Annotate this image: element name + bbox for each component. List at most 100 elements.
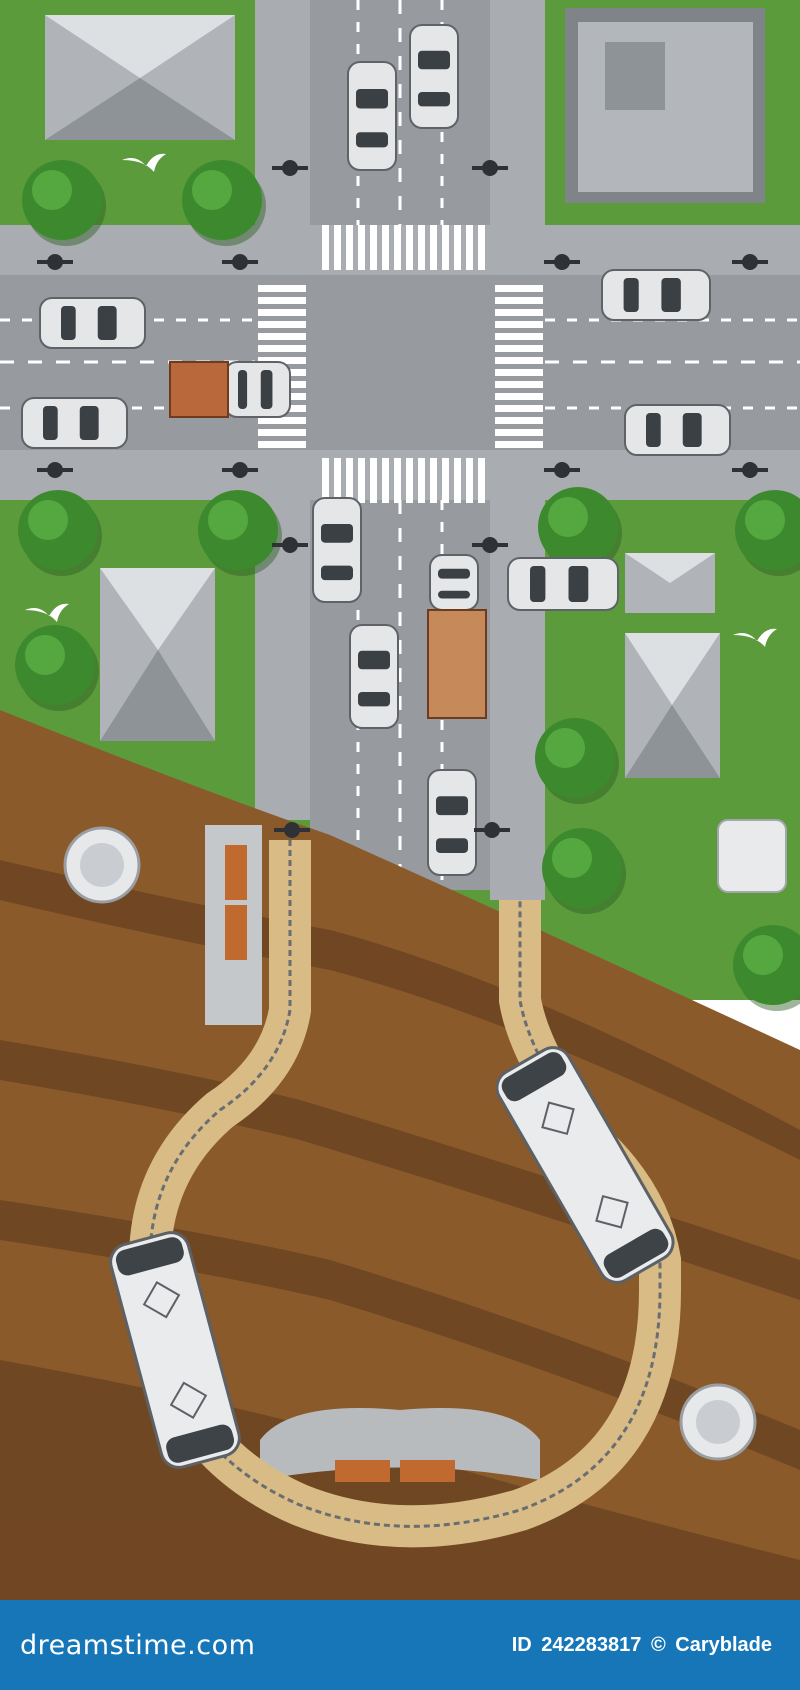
tree-icon <box>535 718 619 804</box>
tree-icon <box>542 828 626 914</box>
streetlight-icon <box>474 822 510 838</box>
crosswalk-stripe <box>382 225 389 270</box>
streetlight-icon <box>272 537 308 553</box>
crosswalk-stripe <box>346 225 353 270</box>
cars-group <box>21 24 731 876</box>
car-icon <box>427 769 477 876</box>
crosswalk-stripe <box>406 458 413 503</box>
crosswalk-stripe <box>258 297 306 304</box>
crosswalk-stripe <box>442 225 449 270</box>
tram-icon <box>495 1046 675 1284</box>
manhole-icon <box>696 1400 740 1444</box>
crosswalk-stripe <box>495 297 543 304</box>
crosswalk-stripe <box>394 458 401 503</box>
crosswalk-stripe <box>495 441 543 448</box>
crosswalk-stripe <box>495 357 543 364</box>
streetlight-icon <box>37 254 73 270</box>
crosswalk-stripe <box>258 441 306 448</box>
streetlight-icon <box>222 462 258 478</box>
bench-icon <box>400 1460 455 1482</box>
car-icon <box>21 397 128 449</box>
tree-icon <box>182 160 266 246</box>
tree-icon <box>22 160 106 246</box>
footer-id-label: ID <box>511 1634 532 1656</box>
crosswalk-stripe <box>258 285 306 292</box>
crosswalk-stripe <box>322 458 329 503</box>
crosswalk-stripe <box>495 429 543 436</box>
car-icon <box>224 361 291 418</box>
crosswalk-stripe <box>258 357 306 364</box>
crosswalk-stripe <box>495 285 543 292</box>
footer-bar: dreamstime.com ID 242283817 © Caryblade <box>0 1600 800 1690</box>
car-icon <box>312 497 362 603</box>
crosswalk-stripe <box>430 225 437 270</box>
bird-icon <box>25 153 777 647</box>
crosswalk-stripe <box>258 345 306 352</box>
crosswalk-stripe <box>495 405 543 412</box>
city-tram-scene <box>0 0 800 1600</box>
house-icon <box>565 8 765 203</box>
tree-icon <box>198 490 282 576</box>
car-icon <box>347 61 397 171</box>
crosswalk-stripe <box>495 309 543 316</box>
tree-icon <box>538 487 622 573</box>
crosswalk-stripe <box>418 458 425 503</box>
crosswalk-stripe <box>495 369 543 376</box>
streetlight-icon <box>732 462 768 478</box>
crosswalk-stripe <box>442 458 449 503</box>
footer-id-number: 242283817 <box>541 1634 642 1656</box>
car-icon <box>429 554 479 611</box>
bench-icon <box>225 905 247 960</box>
footer-author[interactable]: Caryblade <box>675 1634 772 1656</box>
crosswalk-stripe <box>334 225 341 270</box>
tree-icon <box>733 925 800 1011</box>
crosswalk-stripe <box>418 225 425 270</box>
crosswalk-stripe <box>346 458 353 503</box>
streetlight-icon <box>544 254 580 270</box>
crosswalk-stripe <box>358 225 365 270</box>
tram-rails <box>148 840 662 1528</box>
house-icon <box>625 553 715 613</box>
crosswalk-stripe <box>258 321 306 328</box>
crosswalk-stripe <box>258 429 306 436</box>
crosswalk-stripe <box>495 321 543 328</box>
crosswalk-stripe <box>454 225 461 270</box>
car-icon <box>601 269 711 321</box>
car-icon <box>507 557 619 611</box>
tree-icon <box>15 625 99 711</box>
tram-icon <box>109 1231 241 1469</box>
car-icon <box>409 24 459 129</box>
utility-box <box>717 819 787 893</box>
footer-id-credit: ID 242283817 © Caryblade <box>508 1634 772 1657</box>
crosswalk-stripe <box>430 458 437 503</box>
crosswalk-stripe <box>258 333 306 340</box>
footer-copyright: © <box>650 1634 666 1656</box>
footer-brand[interactable]: dreamstime.com <box>20 1630 256 1661</box>
tree-icon <box>735 490 800 576</box>
house-icon <box>100 568 215 741</box>
crosswalk-stripe <box>466 225 473 270</box>
streetlights-group <box>37 160 768 838</box>
crosswalk-stripe <box>258 309 306 316</box>
car-icon <box>349 624 399 729</box>
car-icon <box>624 404 731 456</box>
streetlight-icon <box>37 462 73 478</box>
truck-cargo <box>169 361 229 418</box>
manhole-icon <box>80 843 124 887</box>
bench-icon <box>335 1460 390 1482</box>
crosswalk-stripe <box>382 458 389 503</box>
crosswalk-stripe <box>495 345 543 352</box>
house-icon <box>625 633 720 778</box>
crosswalk-stripe <box>258 417 306 424</box>
trees-group <box>15 160 800 1011</box>
streetlight-icon <box>274 822 310 838</box>
crosswalk-stripe <box>406 225 413 270</box>
crosswalks <box>258 225 543 503</box>
tram-platform-bottom <box>260 1408 540 1480</box>
crosswalk-stripe <box>495 333 543 340</box>
bench-icon <box>225 845 247 900</box>
tree-icon <box>18 490 102 576</box>
crosswalk-stripe <box>495 417 543 424</box>
house-icon <box>45 15 235 140</box>
car-icon <box>39 297 146 349</box>
